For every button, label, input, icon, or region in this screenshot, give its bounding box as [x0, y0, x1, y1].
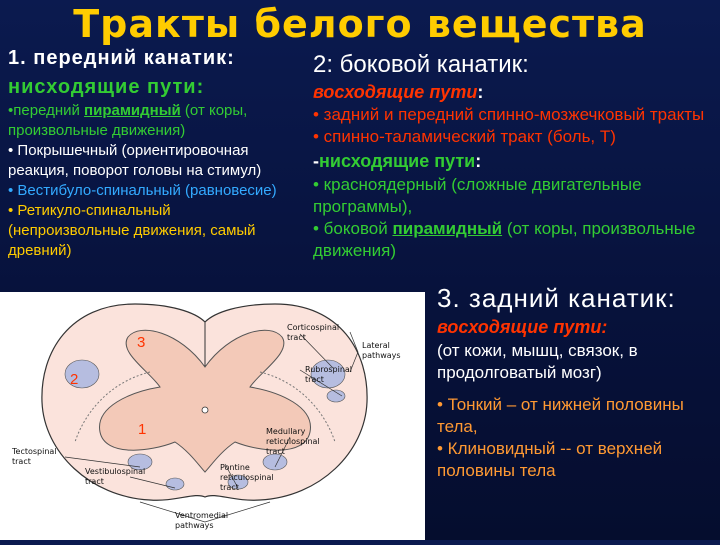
label-medullary-2: reticulospinal — [266, 437, 320, 446]
label-tectospinal: Tectospinal — [11, 447, 57, 456]
label-medullary: Medullary — [266, 427, 306, 436]
lateral-item-spinothalamic: • спинно-таламический тракт (боль, Т) — [313, 127, 616, 146]
leader-rubrospinal — [299, 369, 343, 397]
lateral-item-spinocerebellar: • задний и передний спинно-мозжечковый т… — [313, 105, 705, 124]
anterior-item-tectospinal: • Покрышечный (ориентировочная реакция, … — [8, 142, 262, 179]
label-ventromedial-2: pathways — [175, 521, 214, 530]
bracket-lateral — [349, 331, 359, 373]
label-pontine-2: reticulospinal — [220, 473, 274, 482]
leader-corticospinal — [299, 333, 334, 369]
right-corticospinal-tract — [310, 359, 346, 389]
leader-tectospinal — [64, 456, 141, 468]
label-tectospinal-2: tract — [12, 457, 31, 466]
label-vestibulospinal: Vestibulospinal — [85, 467, 145, 476]
region-number-2: 2 — [70, 371, 78, 388]
label-lateral: Lateral — [362, 341, 390, 350]
label-pontine: Pontine — [220, 463, 250, 472]
label-rubrospinal-2: tract — [305, 375, 324, 384]
region-number-3: 3 — [137, 334, 145, 351]
lateral-ascending-heading: восходящие пути: — [313, 82, 484, 102]
spacer — [437, 384, 720, 394]
leader-medullary — [274, 436, 291, 468]
label-corticospinal-2: tract — [287, 333, 306, 342]
separator-left — [74, 371, 151, 443]
spinal-cord-svg: 3 2 1 Corticospinal tract Lateral pathwa… — [11, 303, 401, 530]
label-medullary-3: tract — [266, 447, 285, 456]
region-number-1: 1 — [138, 421, 146, 438]
label-ventromedial: Ventromedial — [175, 511, 228, 520]
posterior-item-cuneate: • Клиновидный -- от верхней половины тел… — [437, 439, 663, 480]
lateral-descending-heading: -нисходящие пути: — [313, 151, 482, 171]
anterior-item-vestibulospinal: • Вестибуло-спинальный (равновесие) — [8, 182, 277, 199]
page-title: Тракты белого вещества — [73, 2, 647, 46]
lateral-item-pyramidal: • боковой пирамидный (от коры, произволь… — [313, 219, 696, 260]
grey-matter — [99, 329, 311, 473]
bracket-ventromedial — [139, 501, 271, 523]
label-pontine-3: tract — [220, 483, 239, 492]
anterior-item-reticulospinal: • Ретикуло-спинальный (непроизвольные дв… — [8, 202, 256, 259]
rubrospinal-tract — [326, 389, 346, 403]
anterior-item-pyramidal: •передний пирамидный (от коры, произволь… — [8, 102, 248, 139]
label-lateral-2: pathways — [362, 351, 401, 360]
right-medullary-tract — [262, 453, 288, 471]
spinal-cord-diagram: 3 2 1 Corticospinal tract Lateral pathwa… — [0, 292, 425, 540]
label-rubrospinal: Rubrospinal — [305, 365, 352, 374]
label-corticospinal: Corticospinal — [287, 323, 339, 332]
central-canal — [201, 406, 209, 414]
anterior-descending-heading: нисходящие пути: — [8, 76, 205, 98]
posterior-item-gracile: • Тонкий – от нижней половины тела, — [437, 395, 684, 436]
lateral-heading: 2: боковой канатик: — [313, 51, 529, 78]
leader-vestibulospinal — [129, 476, 176, 489]
leader-pontine — [224, 463, 239, 489]
label-vestibulospinal-2: tract — [85, 477, 104, 486]
left-corticospinal-tract — [64, 359, 100, 389]
posterior-funiculus-block: 3. задний канатик: восходящие пути: (от … — [437, 282, 720, 482]
anterior-funiculus-block: 1. передний канатик: нисходящие пути: •п… — [8, 44, 290, 261]
posterior-description: (от кожи, мышц, связок, в продолговатый … — [437, 341, 638, 382]
separator-right — [259, 371, 336, 443]
posterior-ascending-heading: восходящие пути: — [437, 317, 608, 337]
lateral-funiculus-block: 2: боковой канатик: восходящие пути: • з… — [313, 50, 718, 262]
left-vestibulospinal-tract — [165, 477, 185, 491]
lateral-item-rubrospinal: • красноядерный (сложные двигательные пр… — [313, 175, 642, 216]
anterior-heading: 1. передний канатик: — [8, 47, 235, 69]
posterior-heading: 3. задний канатик: — [437, 283, 676, 313]
